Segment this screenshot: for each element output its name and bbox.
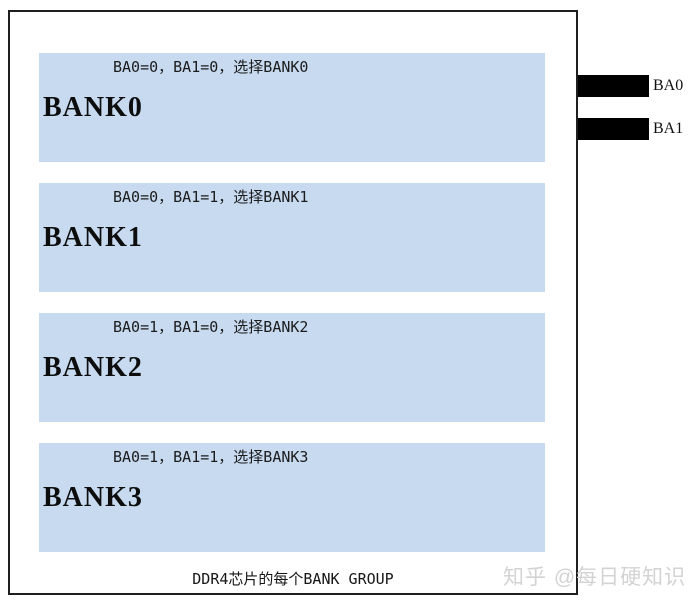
pin-bar-ba0: [578, 75, 649, 97]
bank-select-condition: BA0=1，BA1=0，选择BANK2: [113, 318, 309, 336]
bank-block-bank3: BA0=1，BA1=1，选择BANK3 BANK3: [39, 443, 545, 552]
diagram-caption: DDR4芯片的每个BANK GROUP: [192, 570, 394, 588]
bank-label: BANK0: [43, 91, 143, 123]
pin-bar-ba1: [578, 118, 649, 140]
bank-block-bank0: BA0=0，BA1=0，选择BANK0 BANK0: [39, 53, 545, 162]
bank-label: BANK3: [43, 481, 143, 513]
bank-label: BANK2: [43, 351, 143, 383]
bank-block-bank2: BA0=1，BA1=0，选择BANK2 BANK2: [39, 313, 545, 422]
zhihu-watermark: 知乎 @每日硬知识: [503, 566, 687, 589]
pin-label-ba1: BA1: [653, 120, 684, 137]
bank-block-bank1: BA0=0，BA1=1，选择BANK1 BANK1: [39, 183, 545, 292]
bank-label: BANK1: [43, 221, 143, 253]
bank-select-condition: BA0=0，BA1=1，选择BANK1: [113, 188, 309, 206]
bank-select-condition: BA0=1，BA1=1，选择BANK3: [113, 448, 309, 466]
bank-select-condition: BA0=0，BA1=0，选择BANK0: [113, 58, 309, 76]
pin-label-ba0: BA0: [653, 77, 684, 94]
